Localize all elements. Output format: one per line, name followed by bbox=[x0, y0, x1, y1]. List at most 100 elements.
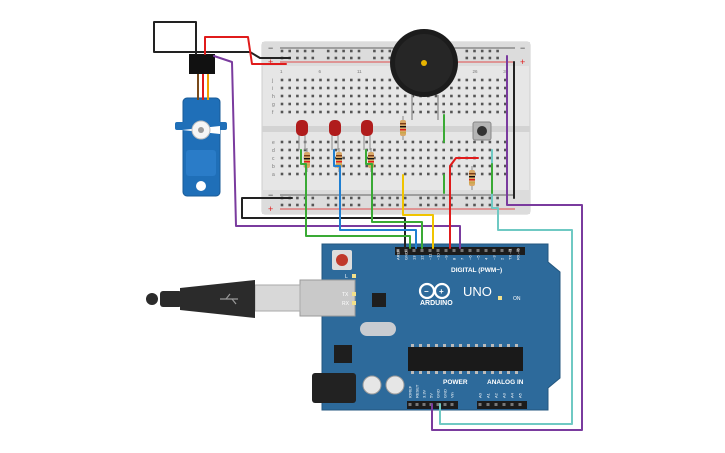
rail-hole bbox=[396, 196, 399, 200]
header-pin[interactable] bbox=[422, 403, 426, 406]
breadboard-hole bbox=[411, 140, 415, 144]
breadboard-hole bbox=[326, 86, 330, 90]
rail-hole bbox=[296, 56, 299, 60]
header-pin[interactable] bbox=[452, 249, 456, 252]
pin-label: 12 bbox=[420, 255, 425, 260]
breadboard-hole bbox=[334, 78, 338, 82]
breadboard-hole bbox=[465, 78, 469, 82]
header-pin[interactable] bbox=[415, 403, 419, 406]
servo-motor[interactable] bbox=[175, 54, 227, 197]
header-pin[interactable] bbox=[508, 249, 512, 252]
header-pin[interactable] bbox=[460, 249, 464, 252]
rail-hole bbox=[465, 203, 469, 207]
breadboard-hole bbox=[303, 94, 307, 98]
header-pin[interactable] bbox=[518, 403, 522, 406]
usb-cable[interactable] bbox=[146, 280, 301, 318]
breadboard-hole bbox=[319, 102, 322, 106]
breadboard-hole bbox=[311, 140, 315, 144]
rail-hole bbox=[442, 196, 445, 200]
breadboard-hole bbox=[473, 102, 476, 106]
header-pin[interactable] bbox=[404, 249, 408, 252]
rail-hole bbox=[480, 56, 484, 60]
piezo-buzzer[interactable] bbox=[390, 29, 458, 120]
breadboard-hole bbox=[319, 172, 322, 176]
breadboard-hole bbox=[504, 156, 507, 160]
header-pin[interactable] bbox=[468, 249, 472, 252]
header-pin[interactable] bbox=[476, 249, 480, 252]
header-pin[interactable] bbox=[478, 403, 482, 406]
header-pin[interactable] bbox=[494, 403, 498, 406]
breadboard-hole bbox=[480, 78, 484, 82]
header-pin[interactable] bbox=[396, 249, 400, 252]
header-pin[interactable] bbox=[428, 249, 432, 252]
rail-hole bbox=[380, 49, 384, 53]
header-pin[interactable] bbox=[436, 249, 440, 252]
breadboard-hole bbox=[342, 86, 345, 90]
analog-in-label: ANALOG IN bbox=[487, 379, 524, 386]
breadboard-hole bbox=[403, 164, 407, 168]
breadboard-hole bbox=[396, 156, 399, 160]
breadboard-hole bbox=[380, 140, 384, 144]
rail-hole bbox=[419, 196, 422, 200]
header-pin[interactable] bbox=[443, 403, 447, 406]
breadboard-hole bbox=[311, 78, 315, 82]
pushbutton[interactable] bbox=[472, 121, 492, 141]
header-pin[interactable] bbox=[444, 249, 448, 252]
breadboard-hole bbox=[442, 148, 445, 152]
header-pin[interactable] bbox=[502, 403, 506, 406]
rail-hole bbox=[473, 56, 476, 60]
breadboard-hole bbox=[373, 140, 376, 144]
breadboard-hole bbox=[342, 140, 345, 144]
header-pin[interactable] bbox=[408, 403, 412, 406]
header-pin[interactable] bbox=[484, 249, 488, 252]
header-pin[interactable] bbox=[450, 403, 454, 406]
header-pin[interactable] bbox=[436, 403, 440, 406]
row-letter: f bbox=[272, 110, 274, 116]
row-letter: j bbox=[271, 78, 273, 84]
breadboard-hole bbox=[434, 172, 438, 176]
breadboard-hole bbox=[388, 78, 392, 82]
row-letter: i bbox=[272, 86, 273, 92]
header-pin[interactable] bbox=[412, 249, 416, 252]
arduino-uno-board[interactable]: − + ARDUINO UNO DIGITAL (PWM~) POWER ANA… bbox=[299, 243, 561, 411]
breadboard-hole bbox=[488, 164, 492, 168]
header-pin[interactable] bbox=[516, 249, 520, 252]
breadboard-hole bbox=[457, 172, 461, 176]
led-2[interactable] bbox=[329, 120, 341, 150]
row-letter: h bbox=[272, 94, 275, 100]
header-pin[interactable] bbox=[500, 249, 504, 252]
breadboard-hole bbox=[311, 94, 315, 98]
breadboard-hole bbox=[403, 110, 407, 114]
header-pin[interactable] bbox=[420, 249, 424, 252]
rail-hole bbox=[357, 56, 361, 60]
breadboard-hole bbox=[380, 102, 384, 106]
led-1[interactable] bbox=[296, 120, 308, 150]
rail-hole bbox=[350, 56, 353, 60]
resistor-5[interactable] bbox=[469, 166, 475, 190]
breadboard-hole bbox=[388, 156, 392, 160]
header-pin[interactable] bbox=[492, 249, 496, 252]
breadboard-hole bbox=[296, 172, 299, 176]
breadboard-hole bbox=[303, 102, 307, 106]
breadboard-hole bbox=[350, 172, 353, 176]
rail-hole bbox=[403, 196, 407, 200]
wire-black-servo-gnd bbox=[153, 21, 291, 59]
rail-plus-label-bottom: + bbox=[268, 204, 273, 214]
resistor-4[interactable] bbox=[400, 116, 406, 140]
breadboard-hole bbox=[488, 148, 492, 152]
rail-hole bbox=[396, 203, 399, 207]
column-number: 26 bbox=[473, 69, 479, 74]
rail-hole bbox=[334, 196, 338, 200]
header-pin[interactable] bbox=[486, 403, 490, 406]
wire-black-gnd-return bbox=[241, 197, 406, 249]
rail-hole bbox=[357, 203, 361, 207]
header-pin[interactable] bbox=[510, 403, 514, 406]
led-3[interactable] bbox=[361, 120, 373, 150]
breadboard-hole bbox=[311, 156, 315, 160]
rail-hole bbox=[342, 56, 345, 60]
breadboard-hole bbox=[373, 156, 376, 160]
